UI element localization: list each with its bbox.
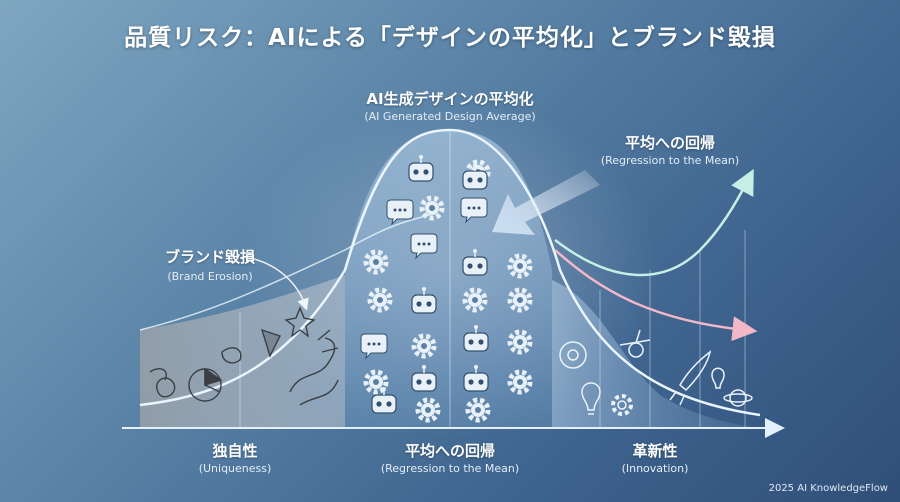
axis-label-regression: 平均への回帰 — [404, 442, 495, 460]
sketch-scribble-icon — [289, 329, 339, 406]
page-title: 品質リスク：AIによる「デザインの平均化」とブランド毀損 — [124, 25, 776, 51]
lightbulb-icon — [711, 367, 725, 389]
ai-average-sublabel: (AI Generated Design Average) — [364, 110, 536, 123]
robot-icon — [408, 155, 434, 182]
axis-sublabel-regression: (Regression to the Mean) — [380, 462, 520, 475]
planet-icon — [723, 389, 753, 407]
network-icon — [619, 329, 651, 358]
uniqueness-icons — [149, 306, 339, 406]
speech-bubble-icon — [460, 197, 488, 224]
pie-chart-icon — [260, 328, 281, 358]
brand-erosion-arrow — [249, 257, 309, 311]
innovation-region — [552, 280, 760, 428]
regression-sublabel: (Regression to the Mean) — [600, 154, 740, 167]
gear-icon — [507, 253, 533, 279]
pie-chart-icon — [188, 367, 223, 402]
uniqueness-region — [140, 275, 345, 428]
leaf-icon — [221, 347, 242, 364]
innovation-icons — [559, 329, 753, 416]
speech-bubble-icon — [360, 333, 388, 360]
star-icon — [284, 306, 316, 338]
axis-sublabel-innovation: (Innovation) — [621, 462, 689, 475]
uniqueness-curve — [139, 214, 431, 331]
lightbulb-icon — [581, 382, 601, 415]
gear-icon — [363, 249, 389, 275]
speech-bubble-icon — [386, 199, 414, 226]
gear-icon — [507, 369, 533, 395]
rocket-icon — [669, 350, 712, 406]
bell-curve — [139, 128, 761, 417]
robot-icon — [411, 287, 437, 314]
brand-erosion-label: ブランド毀損 — [164, 248, 255, 266]
regression-right-arrow — [554, 249, 758, 342]
axis-sublabel-uniqueness: (Uniqueness) — [198, 462, 272, 475]
gear-icon — [415, 397, 441, 423]
robot-icon — [411, 365, 437, 392]
robot-icon — [462, 163, 488, 190]
gear-icon — [507, 287, 533, 313]
credit: 2025 AI KnowledgeFlow — [768, 483, 888, 494]
robot-icon — [462, 249, 488, 276]
gear-icon — [462, 287, 488, 313]
robot-icon — [463, 325, 489, 352]
gear-icon — [363, 369, 389, 395]
gear-icon — [507, 329, 533, 355]
gear-icon — [411, 333, 437, 359]
center-icons — [360, 155, 533, 423]
sketch-scribble-icon — [149, 368, 176, 398]
brand-erosion-sublabel: (Brand Erosion) — [167, 270, 253, 283]
gear-icon — [367, 287, 393, 313]
axis-label-uniqueness: 独自性 — [212, 442, 258, 460]
gear-icon — [611, 394, 633, 416]
axis-label-innovation: 革新性 — [632, 442, 678, 460]
donut-chart-icon — [559, 341, 587, 369]
ai-average-label: AI生成デザインの平均化 — [366, 90, 534, 108]
gear-icon — [465, 397, 491, 423]
robot-icon — [463, 365, 489, 392]
innovation-up-arrow — [554, 168, 754, 277]
robot-icon — [371, 387, 397, 414]
speech-bubble-icon — [410, 233, 438, 260]
regression-arrow — [492, 170, 600, 235]
regression-label: 平均への回帰 — [624, 134, 715, 152]
gear-icon — [419, 195, 445, 221]
